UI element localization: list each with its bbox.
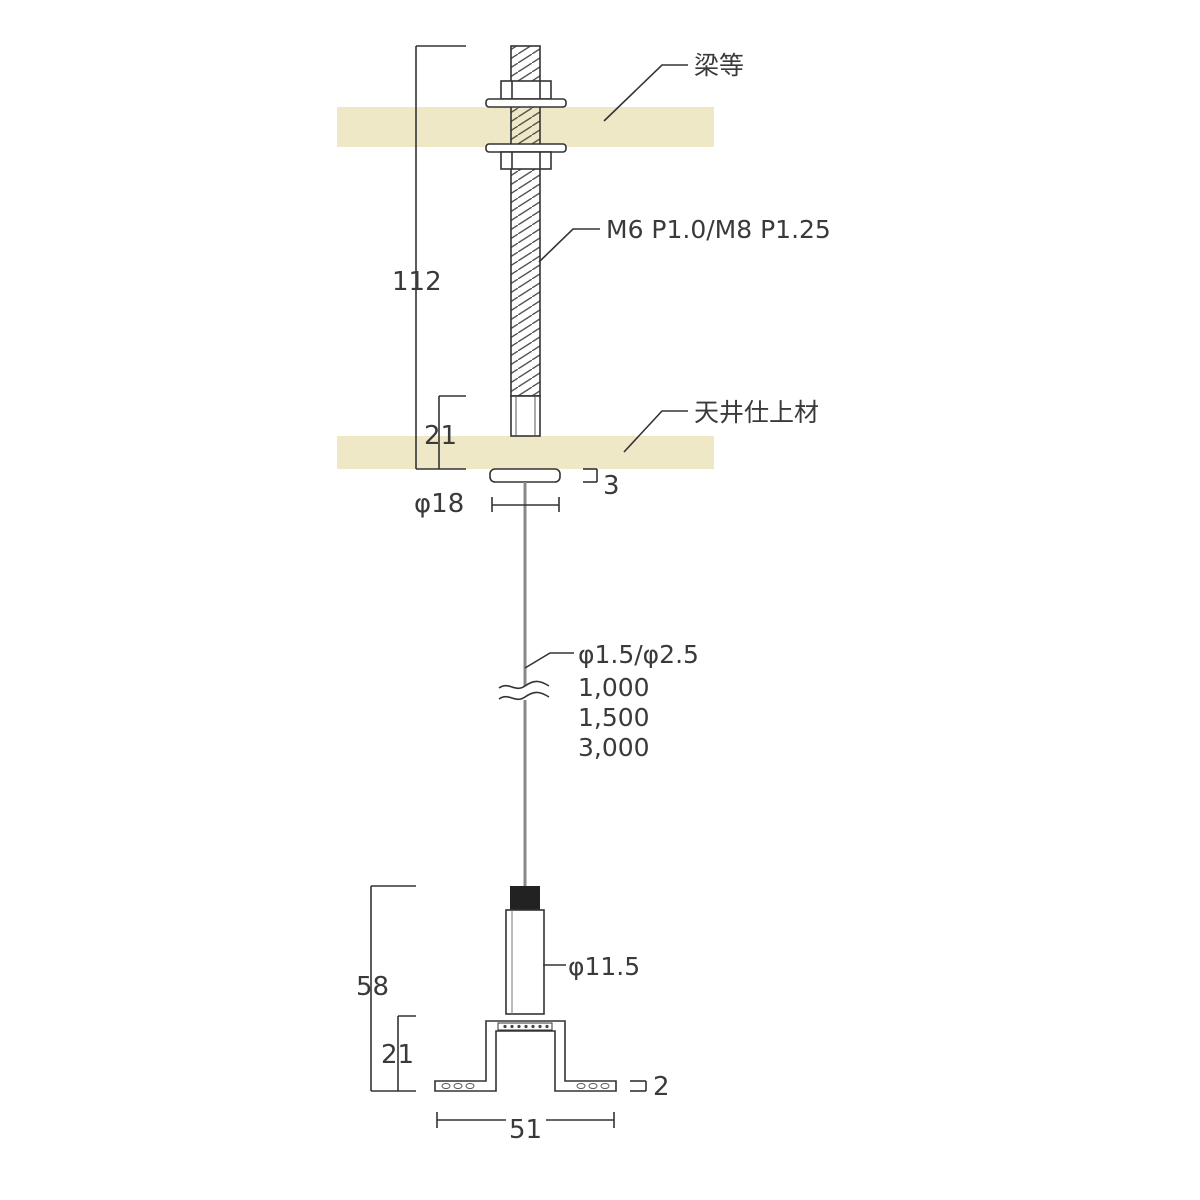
bottom-diameter-label: φ11.5 [568, 952, 640, 981]
bottom-fitting [505, 886, 545, 1015]
upper-nut [485, 80, 567, 108]
dim-bottom-height-lines [370, 885, 416, 1092]
ceiling-slab [337, 436, 714, 469]
dim-bottom-height: 58 [356, 972, 389, 1002]
dim-plate-thickness-lines [630, 1080, 647, 1092]
dim-bolt-length: 112 [392, 267, 442, 297]
dim-bracket-height-lines [397, 1015, 416, 1091]
break-mark [498, 680, 550, 701]
dim-flange-thickness-lines [583, 468, 598, 483]
leader-wire [524, 652, 574, 669]
beam-label: 梁等 [694, 51, 744, 80]
ceiling-label: 天井仕上材 [694, 398, 819, 427]
leader-bolt-thread [538, 228, 600, 263]
dim-top-socket-lines [438, 395, 466, 469]
leader-beam [603, 64, 688, 122]
top-flange [489, 468, 561, 483]
dim-bracket-width-lines [436, 1112, 615, 1128]
dim-top-socket-height: 21 [424, 421, 457, 451]
wire-diameter-label: φ1.5/φ2.5 [578, 640, 699, 669]
dim-plate-thickness: 2 [653, 1072, 670, 1102]
wire-length-2: 1,500 [578, 703, 650, 732]
bolt-thread-label: M6 P1.0/M8 P1.25 [606, 215, 831, 244]
lower-nut [485, 143, 567, 170]
bottom-bracket [434, 1020, 617, 1092]
wire-length-3: 3,000 [578, 733, 650, 762]
leader-ceiling [623, 410, 688, 453]
dim-flange-diameter: φ18 [414, 489, 464, 519]
dim-bracket-width: 51 [509, 1115, 542, 1145]
dim-bracket-height: 21 [381, 1040, 414, 1070]
dim-bolt-length-lines [415, 45, 466, 470]
wire-length-1: 1,000 [578, 673, 650, 702]
dim-flange-diameter-lines [491, 497, 560, 512]
dim-flange-thickness: 3 [603, 471, 620, 501]
